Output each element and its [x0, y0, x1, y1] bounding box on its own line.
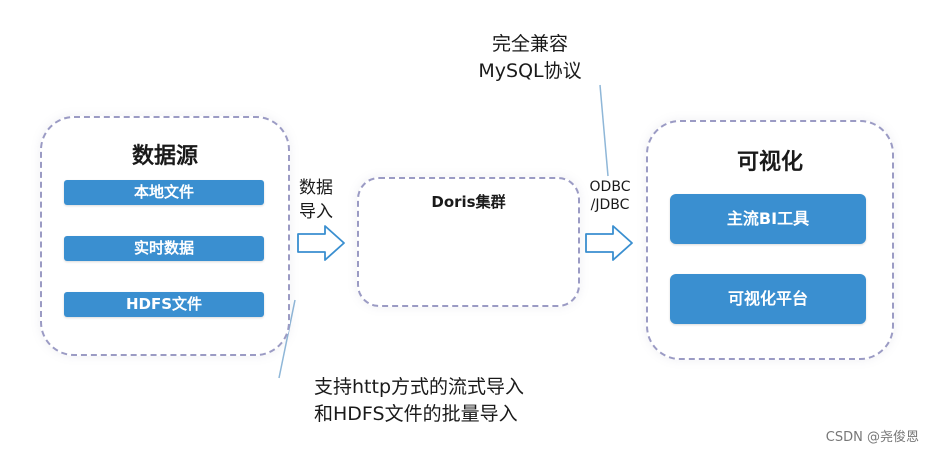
import-label: 数据 导入: [299, 178, 333, 222]
import-method-note: 支持http方式的流式导入 和HDFS文件的批量导入: [314, 376, 525, 425]
source-item-hdfs-file: HDFS文件: [64, 292, 264, 317]
viz-item-bi-tools: 主流BI工具: [670, 194, 866, 244]
doris-cluster-title: Doris集群: [431, 193, 506, 211]
mysql-callout-line: [599, 84, 609, 177]
import-callout-line: [278, 299, 296, 379]
viz-item-viz-platform: 可视化平台: [670, 274, 866, 324]
mysql-compat-note: 完全兼容 MySQL协议: [478, 33, 582, 82]
import-arrow-icon: [297, 225, 345, 261]
doris-cluster-panel: Doris集群: [357, 177, 580, 307]
source-item-realtime-data: 实时数据: [64, 236, 264, 261]
data-source-panel: 数据源 本地文件 实时数据 HDFS文件: [40, 116, 290, 356]
watermark: CSDN @尧俊恩: [825, 430, 919, 445]
visualization-title: 可视化: [736, 150, 803, 175]
source-item-local-file: 本地文件: [64, 180, 264, 205]
odbc-jdbc-label: ODBC /JDBC: [589, 179, 631, 213]
odbc-arrow-icon: [585, 225, 633, 261]
visualization-panel: 可视化 主流BI工具 可视化平台: [646, 120, 894, 360]
data-source-title: 数据源: [131, 144, 198, 169]
